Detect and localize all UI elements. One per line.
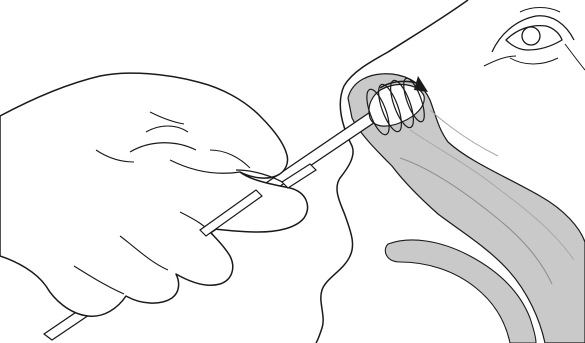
eye-icon [484, 8, 585, 71]
hand-icon [0, 73, 316, 316]
